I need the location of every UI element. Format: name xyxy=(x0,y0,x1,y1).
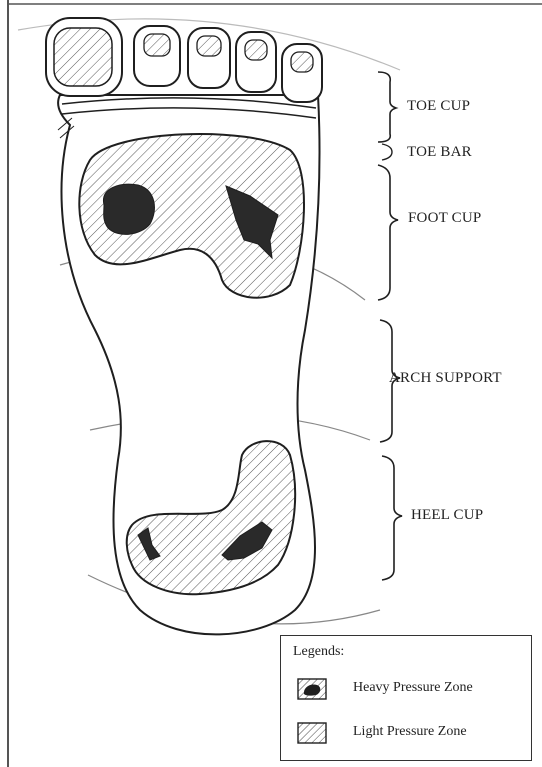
label-foot-cup: FOOT CUP xyxy=(408,210,481,227)
toe-2-pad xyxy=(144,34,170,56)
forefoot-heavy-zone-left xyxy=(103,184,154,234)
heavy-pressure-swatch-icon xyxy=(297,678,327,700)
legend-item-heavy-label: Heavy Pressure Zone xyxy=(353,680,473,696)
label-toe-cup: TOE CUP xyxy=(407,98,470,115)
toe-3-pad xyxy=(197,36,221,56)
bracket-toe-bar xyxy=(382,144,392,160)
toes xyxy=(46,18,322,102)
bracket-foot-cup xyxy=(378,165,398,300)
bracket-heel-cup xyxy=(382,456,402,580)
legend-item-light-label: Light Pressure Zone xyxy=(353,724,467,740)
bracket-toe-cup xyxy=(378,72,396,142)
legend-title: Legends: xyxy=(293,644,344,660)
label-arch-support: ARCH SUPPORT xyxy=(389,370,502,387)
label-heel-cup: HEEL CUP xyxy=(411,507,483,524)
toe-5-pad xyxy=(291,52,313,72)
legend-box: Legends: Heavy Pressure Zone Light Press… xyxy=(280,635,532,761)
light-pressure-swatch-icon xyxy=(297,722,327,744)
big-toe-pad xyxy=(54,28,112,86)
label-toe-bar: TOE BAR xyxy=(407,144,472,161)
toe-4-pad xyxy=(245,40,267,60)
